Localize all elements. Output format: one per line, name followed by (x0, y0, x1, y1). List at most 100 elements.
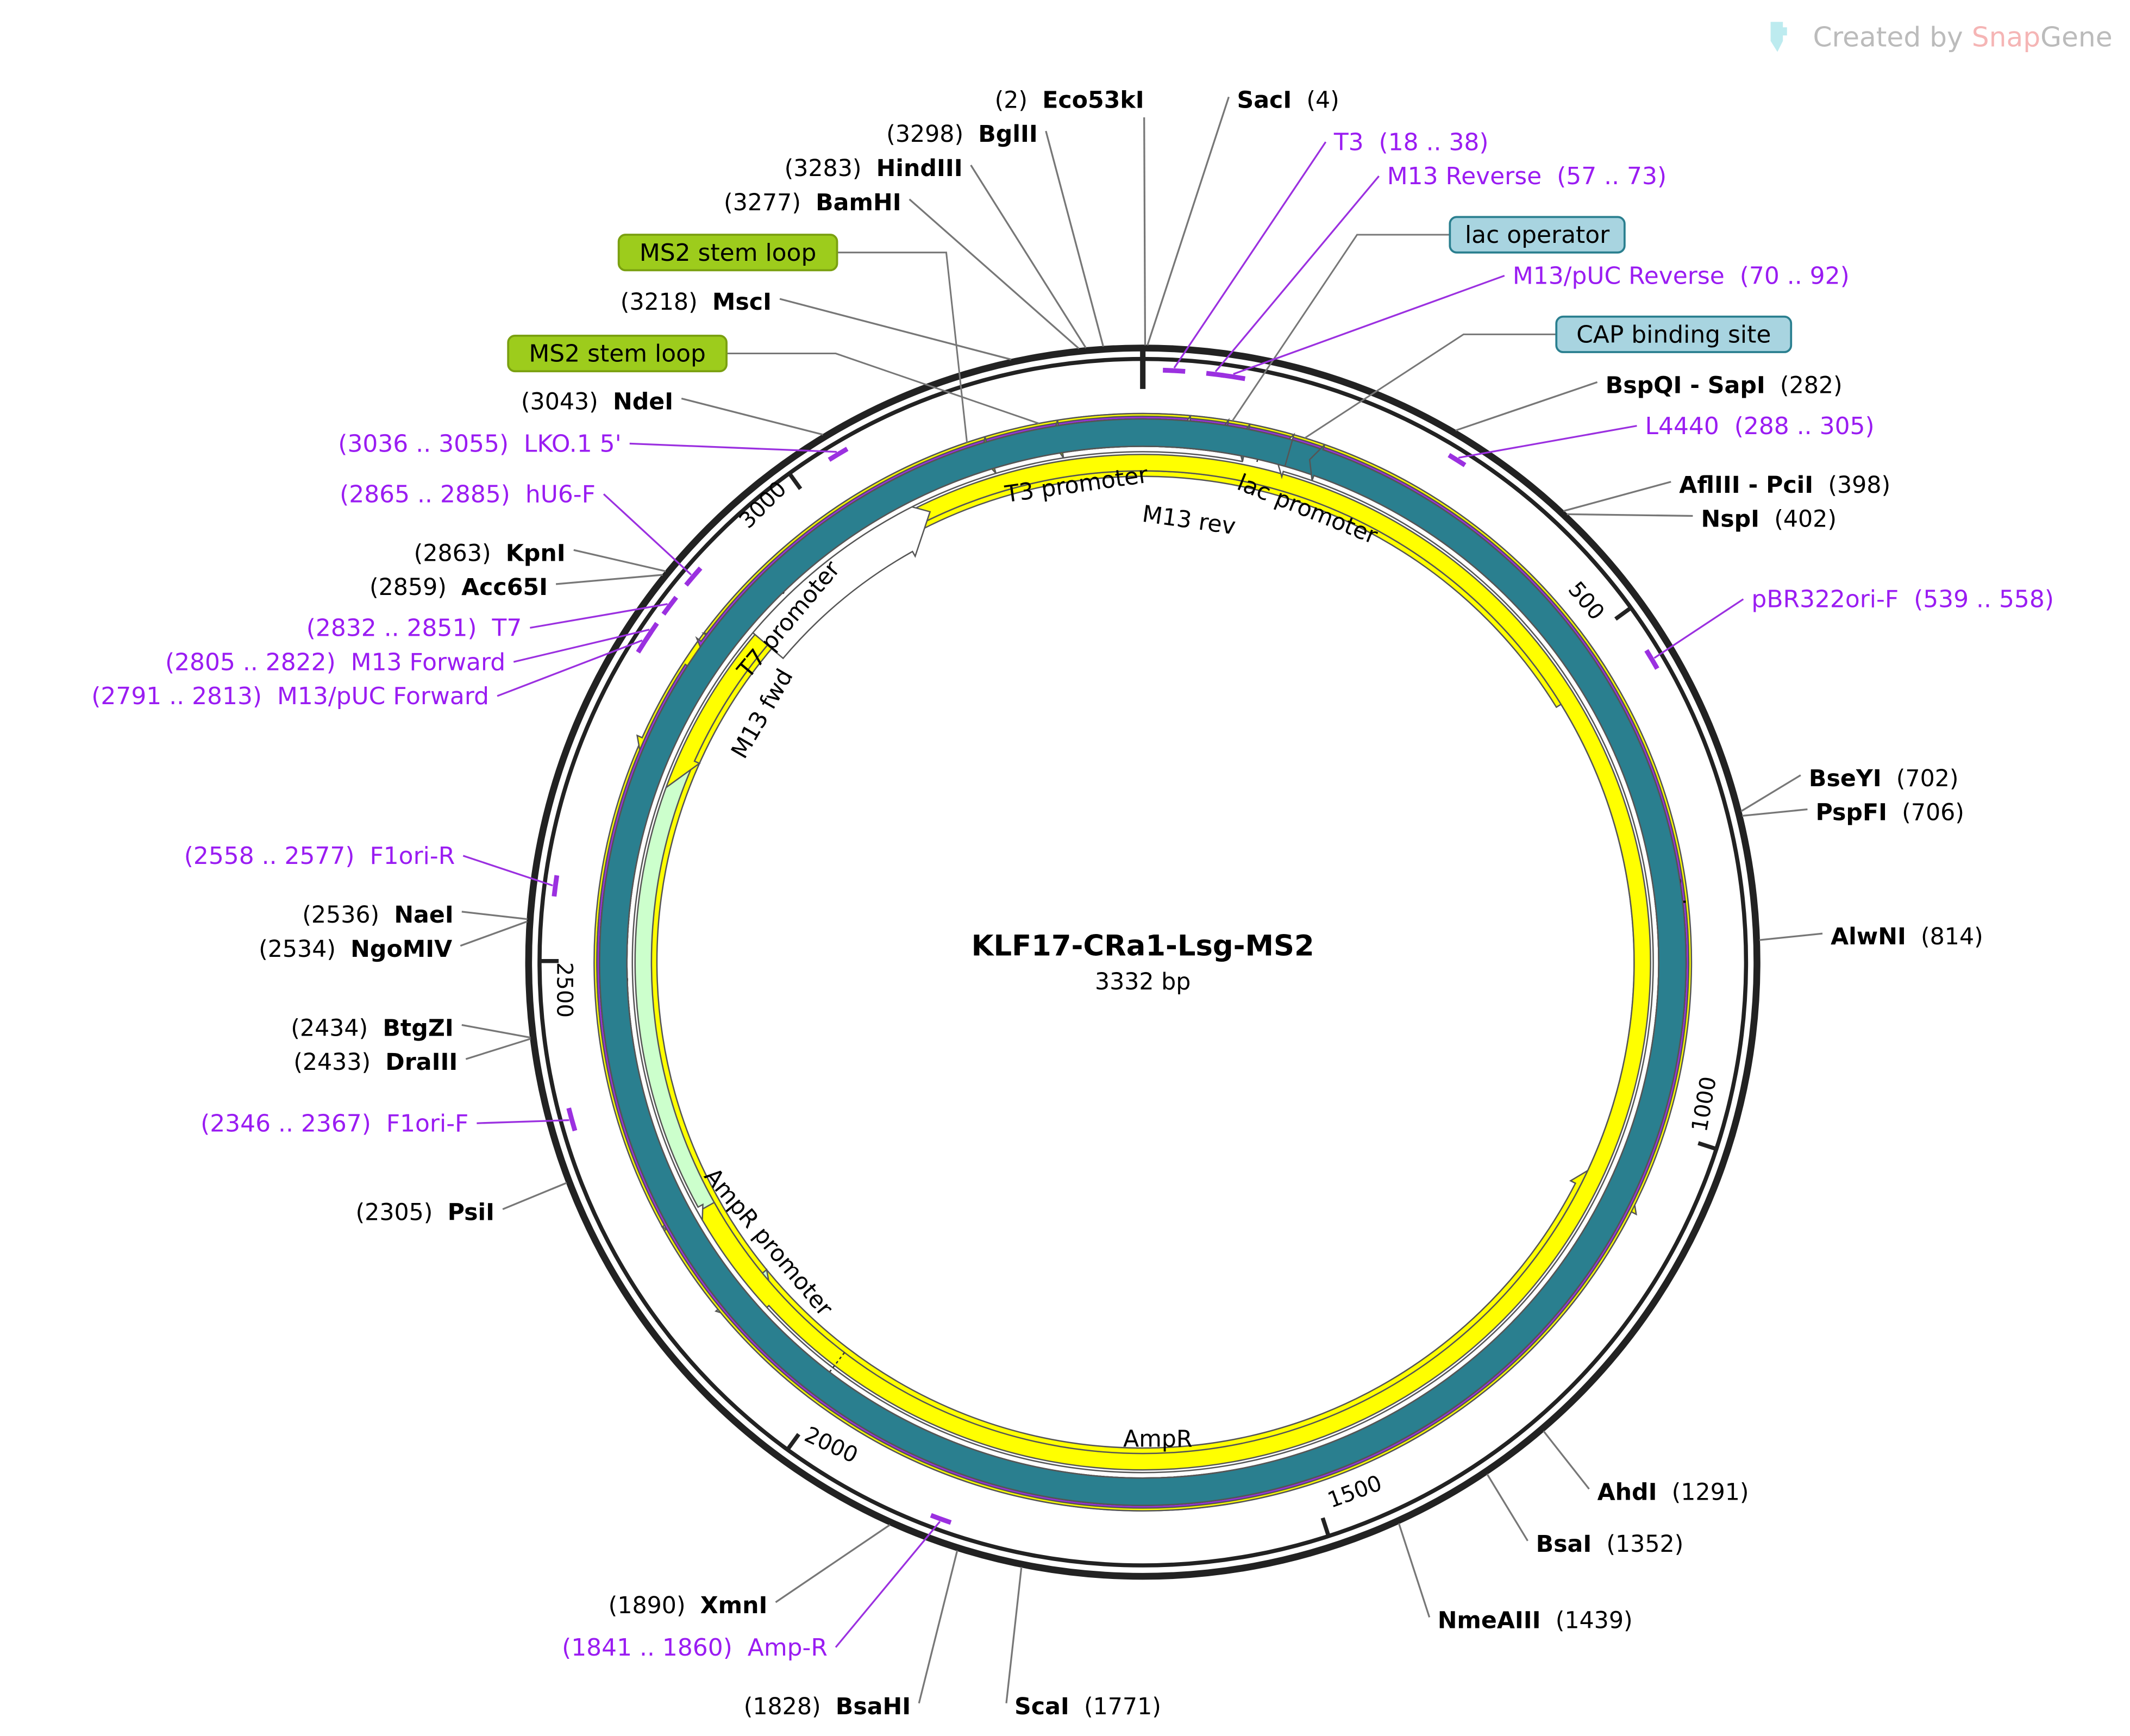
primer-label-amp-r[interactable]: (1841 .. 1860) Amp-R (562, 1634, 828, 1662)
enzyme-position: (1828) (744, 1693, 821, 1720)
enzyme-label-nmeaiii[interactable]: NmeAIII (1439) (1438, 1607, 1633, 1634)
feature-leader-line (837, 252, 968, 443)
enzyme-label-bseyi[interactable]: BseYI (702) (1809, 765, 1959, 792)
enzyme-leader-line (1005, 1566, 1023, 1703)
enzyme-label-bspqi-sapi[interactable]: BspQI - SapI (282) (1606, 372, 1843, 399)
primer-range: (70 .. 92) (1740, 262, 1850, 290)
enzyme-position: (2433) (293, 1049, 371, 1076)
primer-site-f1ori-r[interactable] (552, 875, 560, 897)
enzyme-label-eco53ki[interactable]: (2) Eco53kI (995, 86, 1144, 114)
feature-box-label: MS2 stem loop (640, 239, 817, 267)
primer-label-pbr322ori-f[interactable]: pBR322ori-F (539 .. 558) (1751, 586, 2054, 613)
enzyme-label-acc65i[interactable]: (2859) Acc65I (369, 574, 548, 601)
primer-site-amp-r[interactable] (930, 1513, 952, 1525)
enzyme-name: BglII (978, 121, 1038, 148)
enzyme-leader-line (970, 165, 1087, 349)
enzyme-label-bamhi[interactable]: (3277) BamHI (724, 189, 901, 216)
feature-label-ampr: AmpR (1123, 1426, 1193, 1453)
enzyme-label-draiii[interactable]: (2433) DraIII (293, 1049, 458, 1076)
enzyme-label-ngomiv[interactable]: (2534) NgoMIV (259, 936, 452, 963)
primer-label-t3[interactable]: T3 (18 .. 38) (1333, 128, 1489, 156)
enzyme-label-btgzi[interactable]: (2434) BtgZI (291, 1014, 453, 1042)
primer-label-f1ori-r[interactable]: (2558 .. 2577) F1ori-R (184, 842, 455, 870)
enzyme-position: (702) (1896, 765, 1959, 792)
enzyme-label-saci[interactable]: SacI (4) (1237, 86, 1339, 114)
enzyme-leader-line (1543, 1430, 1590, 1490)
enzyme-label-hindiii[interactable]: (3283) HindIII (785, 155, 963, 182)
enzyme-position: (3218) (621, 289, 698, 316)
watermark: Created by SnapGene (1770, 21, 2113, 53)
primer-site-l4440[interactable] (1448, 453, 1467, 467)
primer-site-m13-puc-reverse[interactable] (1220, 372, 1246, 381)
primer-site-m13-forward[interactable] (644, 622, 659, 641)
enzyme-leader-line (1741, 808, 1808, 817)
enzyme-leader-line (681, 397, 824, 436)
enzyme-label-ndei[interactable]: (3043) NdeI (521, 388, 673, 416)
enzyme-name: AhdI (1598, 1478, 1657, 1506)
feature-ampr[interactable] (596, 415, 1690, 1332)
feature-f1-ori[interactable] (636, 412, 1693, 1512)
primer-label-m13-puc-reverse[interactable]: M13/pUC Reverse (70 .. 92) (1513, 262, 1850, 290)
enzyme-label-ahdi[interactable]: AhdI (1291) (1598, 1478, 1749, 1506)
primer-label-l4440[interactable]: L4440 (288 .. 305) (1645, 412, 1875, 440)
primer-site-t7[interactable] (661, 596, 678, 616)
enzyme-label-naei[interactable]: (2536) NaeI (302, 901, 453, 929)
enzyme-leader-line (502, 1182, 567, 1210)
enzyme-label-nspi[interactable]: NspI (402) (1701, 506, 1837, 533)
primer-site-f1ori-f[interactable] (566, 1107, 578, 1132)
primer-label-f1ori-f[interactable]: (2346 .. 2367) F1ori-F (201, 1110, 468, 1137)
primer-range: (2558 .. 2577) (184, 842, 355, 870)
feature-label-m13-rev: M13 rev (1141, 500, 1237, 541)
enzyme-position: (1439) (1556, 1607, 1633, 1634)
enzyme-label-bsai[interactable]: BsaI (1352) (1536, 1531, 1684, 1558)
enzyme-label-xmni[interactable]: (1890) XmnI (609, 1592, 768, 1619)
primer-site-lko-1-5[interactable] (828, 447, 849, 462)
enzyme-name: PsiI (448, 1199, 494, 1226)
feature-box-label: MS2 stem loop (529, 340, 705, 368)
enzyme-leader-line (1455, 381, 1598, 431)
enzyme-position: (3043) (521, 388, 598, 416)
feature-box-cap-binding-site[interactable]: CAP binding site (1555, 315, 1793, 353)
primer-name: F1ori-F (386, 1110, 469, 1137)
enzyme-position: (1890) (609, 1592, 686, 1619)
enzyme-label-kpni[interactable]: (2863) KpnI (414, 540, 566, 567)
primer-label-m13-puc-forward[interactable]: (2791 .. 2813) M13/pUC Forward (91, 682, 489, 710)
primer-label-m13-reverse[interactable]: M13 Reverse (57 .. 73) (1387, 162, 1667, 190)
enzyme-leader-line (1563, 481, 1671, 512)
enzyme-label-afliii-pcii[interactable]: AflIII - PciI (398) (1679, 472, 1890, 499)
enzyme-position: (2536) (302, 901, 379, 929)
enzyme-position: (2) (995, 86, 1028, 114)
primer-label-t7[interactable]: (2832 .. 2851) T7 (306, 614, 522, 642)
enzyme-name: NspI (1701, 506, 1759, 533)
feature-box-ms2-stem-loop[interactable]: MS2 stem loop (617, 234, 838, 272)
feature-cap-binding-site[interactable] (599, 418, 1687, 1506)
primer-label-lko-1-5[interactable]: (3036 .. 3055) LKO.1 5' (338, 430, 621, 457)
enzyme-leader-line (460, 920, 528, 947)
primer-label-m13-forward[interactable]: (2805 .. 2822) M13 Forward (165, 648, 505, 676)
enzyme-name: BspQI - SapI (1606, 372, 1765, 399)
enzyme-label-pspfi[interactable]: PspFI (706) (1815, 799, 1964, 826)
feature-box-label: lac operator (1465, 221, 1610, 249)
enzyme-name: PspFI (1815, 799, 1887, 826)
enzyme-label-bglii[interactable]: (3298) BglII (886, 121, 1038, 148)
primer-label-hu6-f[interactable]: (2865 .. 2885) hU6-F (340, 480, 596, 508)
feature-box-lac-operator[interactable]: lac operator (1449, 216, 1626, 254)
enzyme-position: (2863) (414, 540, 491, 567)
enzyme-position: (3277) (724, 189, 801, 216)
enzyme-label-scai[interactable]: ScaI (1771) (1014, 1693, 1161, 1720)
enzyme-label-msci[interactable]: (3218) MscI (621, 289, 772, 316)
primer-site-hu6-f[interactable] (684, 566, 703, 587)
plasmid-title: KLF17-CRa1-Lsg-MS2 3332 bp (972, 929, 1314, 995)
enzyme-label-alwni[interactable]: AlwNI (814) (1831, 923, 1983, 950)
primer-leader-line (835, 1521, 941, 1648)
feature-box-ms2-stem-loop[interactable]: MS2 stem loop (507, 335, 728, 373)
enzyme-label-psii[interactable]: (2305) PsiI (356, 1199, 495, 1226)
watermark-brand-gene: Gene (2040, 21, 2113, 53)
primer-site-t3[interactable] (1163, 367, 1186, 374)
enzyme-name: BamHI (816, 189, 901, 216)
primer-name: pBR322ori-F (1751, 586, 1899, 613)
tick-label: 3000 (735, 477, 792, 534)
enzyme-label-bsahi[interactable]: (1828) BsaHI (744, 1693, 911, 1720)
primer-site-pbr322ori-f[interactable] (1644, 649, 1659, 670)
